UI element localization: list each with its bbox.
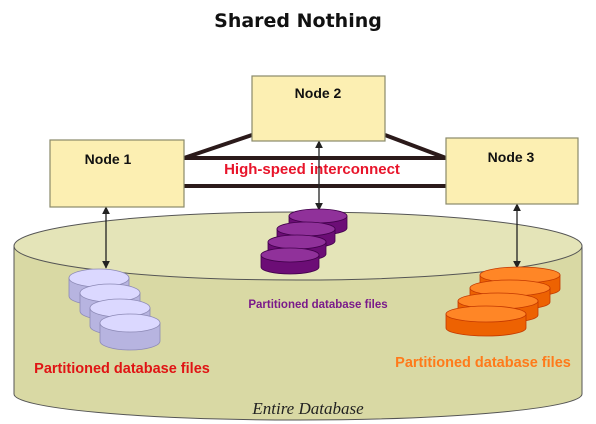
disk-icon — [445, 305, 527, 337]
node-1-label: Node 1 — [85, 151, 132, 167]
partition-disks-3 — [445, 266, 561, 337]
node-3: Node 3 — [445, 137, 579, 205]
node-2: Node 2 — [251, 75, 386, 142]
entire-database-label: Entire Database — [251, 399, 364, 418]
node-partition-arrows — [102, 140, 521, 269]
partition-label-3: Partitioned database files — [395, 355, 571, 371]
partition-disks-1 — [68, 268, 161, 351]
diagram-title: Shared Nothing — [214, 10, 382, 32]
interconnect-label: High-speed interconnect — [224, 161, 400, 178]
partition-label-1: Partitioned database files — [34, 361, 210, 377]
node-2-label: Node 2 — [295, 85, 342, 101]
disk-icon — [99, 313, 161, 351]
node-1: Node 1 — [49, 139, 185, 208]
interconnect-lines — [183, 133, 447, 188]
partition-label-2: Partitioned database files — [248, 299, 387, 311]
node-3-label: Node 3 — [488, 149, 535, 165]
disk-icon — [260, 247, 320, 275]
partition-disks-2 — [260, 208, 348, 275]
